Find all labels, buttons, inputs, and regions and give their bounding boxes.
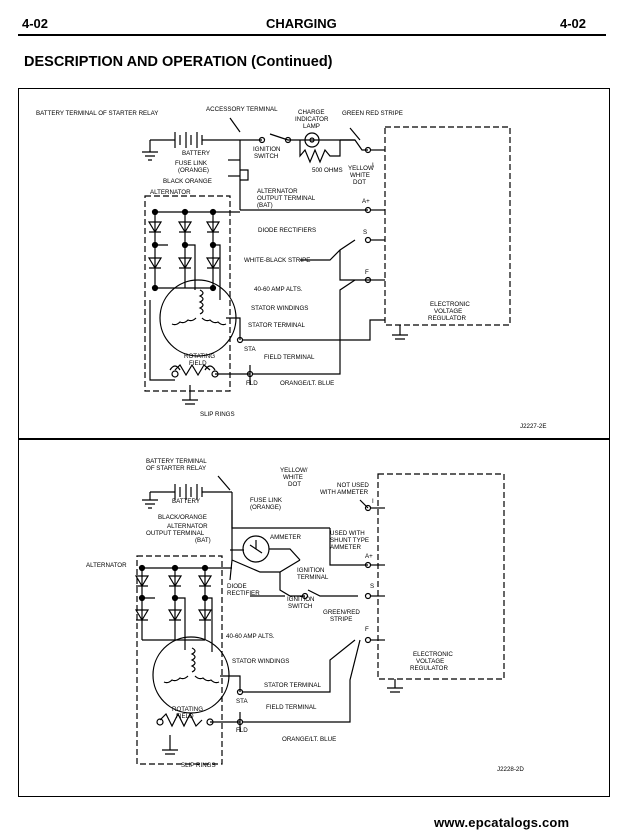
diagram-frame [18, 88, 610, 797]
d2-diode-2: RECTIFIER [227, 590, 260, 597]
watermark: www.epcatalogs.com [434, 815, 570, 830]
d1-diode: DIODE RECTIFIERS [258, 227, 316, 234]
d1-rotating: ROTATING [184, 353, 215, 360]
d2-amp: 40-60 AMP ALTS. [226, 633, 275, 640]
d1-term-s: S [363, 229, 367, 236]
d1-evr: ELECTRONIC [430, 301, 470, 308]
d2-used-with: USED WITH [330, 530, 365, 537]
d2-not-used-2: WITH AMMETER [320, 489, 369, 496]
d2-ignition-terminal: IGNITION [297, 567, 325, 574]
d2-yellow: YELLOW/ [280, 467, 308, 474]
d2-dot: DOT [288, 481, 301, 488]
d1-evr-3: REGULATOR [428, 315, 466, 322]
d2-stator-windings: STATOR WINDINGS [232, 658, 289, 665]
d1-ignition: IGNITION [253, 146, 281, 153]
d2-rotating: ROTATING [172, 706, 203, 713]
d2-evr-2: VOLTAGE [416, 658, 444, 665]
d2-term-f: F [365, 626, 369, 633]
d1-amp: 40-60 AMP ALTS. [254, 286, 303, 293]
d1-evr-2: VOLTAGE [434, 308, 462, 315]
diagram-divider [18, 438, 610, 440]
d1-term-aplus: A+ [362, 198, 370, 205]
d1-white: WHITE [350, 172, 370, 179]
d1-alt-output-3: (BAT) [257, 202, 273, 209]
d1-ohms: 500 OHMS [312, 167, 343, 174]
d2-green-red-2: STRIPE [330, 616, 352, 623]
d2-rotating-2: FIELD [176, 713, 194, 720]
d1-battery: BATTERY [182, 150, 210, 157]
d1-dot: DOT [353, 179, 366, 186]
d1-slip-rings: SLIP RINGS [200, 411, 235, 418]
d2-fuse-link-2: (ORANGE) [250, 504, 281, 511]
d1-stator-terminal: STATOR TERMINAL [248, 322, 306, 329]
page-header: 4-02 CHARGING 4-02 [0, 0, 624, 36]
d2-alt-output-3: (BAT) [195, 537, 211, 544]
d2-not-used: NOT USED [337, 482, 369, 489]
d2-ignition-switch: IGNITION [287, 596, 315, 603]
d1-ref: J2227-2E [520, 423, 547, 430]
d1-sta: STA [244, 346, 256, 353]
d2-alt-output: ALTERNATOR [167, 523, 208, 530]
d2-battery: BATTERY [172, 498, 200, 505]
d1-alternator: ALTERNATOR [150, 189, 191, 196]
d2-battery-terminal-2: OF STARTER RELAY [146, 465, 206, 472]
d1-ignition-2: SWITCH [254, 153, 278, 160]
d2-stator-terminal: STATOR TERMINAL [264, 682, 322, 689]
d1-white-black: WHITE-BLACK STRIPE [244, 257, 310, 264]
d1-yellow: YELLOW [348, 165, 374, 172]
d2-evr: ELECTRONIC [413, 651, 453, 658]
d1-alt-output: ALTERNATOR [257, 188, 298, 195]
d2-term-s: S [370, 583, 374, 590]
d2-sta: STA [236, 698, 248, 705]
d1-fuse-link: FUSE LINK [175, 160, 208, 167]
d1-fld: FLD [246, 380, 258, 387]
d1-alt-output-2: OUTPUT TERMINAL [257, 195, 316, 202]
d2-ammeter: AMMETER [270, 534, 301, 541]
d2-fld: FLD [236, 727, 248, 734]
d2-battery-terminal: BATTERY TERMINAL [146, 458, 207, 465]
d2-slip-rings: SLIP RINGS [181, 762, 216, 769]
d2-term-i: I [372, 498, 374, 505]
d2-ignition-switch-2: SWITCH [288, 603, 312, 610]
d2-alt-output-2: OUTPUT TERMINAL [146, 530, 205, 537]
d1-charge-indicator: CHARGE [298, 109, 324, 116]
d2-ref: J2228-2D [497, 766, 524, 773]
d2-ignition-terminal-2: TERMINAL [297, 574, 329, 581]
d1-accessory-terminal: ACCESSORY TERMINAL [206, 106, 278, 113]
header-page-left: 4-02 [22, 16, 49, 31]
header-rule [18, 34, 606, 36]
d1-field-terminal: FIELD TERMINAL [264, 354, 315, 361]
d2-diode: DIODE [227, 583, 247, 590]
d1-rotating-2: FIELD [189, 360, 207, 367]
d2-fuse-link: FUSE LINK [250, 497, 283, 504]
section-title: DESCRIPTION AND OPERATION (Continued) [24, 54, 333, 70]
d1-green-red-stripe: GREEN RED STRIPE [342, 110, 403, 117]
d2-used-with-2: SHUNT TYPE [330, 537, 369, 544]
d2-alternator: ALTERNATOR [86, 562, 127, 569]
d2-field-terminal: FIELD TERMINAL [266, 704, 317, 711]
d1-term-i: I [372, 162, 374, 169]
d1-orange-blue: ORANGE/LT. BLUE [280, 380, 334, 387]
d1-charge-indicator-3: LAMP [303, 123, 320, 130]
header-title: CHARGING [266, 16, 337, 31]
d2-green-red: GREEN/RED [323, 609, 360, 616]
d1-term-f: F [365, 269, 369, 276]
d1-black-orange: BLACK ORANGE [163, 178, 212, 185]
header-page-right: 4-02 [560, 16, 587, 31]
d1-fuse-link-2: (ORANGE) [178, 167, 209, 174]
d2-term-aplus: A+ [365, 553, 373, 560]
d1-battery-terminal: BATTERY TERMINAL OF STARTER RELAY [36, 110, 158, 117]
d2-used-with-3: AMMETER [330, 544, 361, 551]
d2-orange-blue: ORANGE/LT. BLUE [282, 736, 336, 743]
d2-black-orange: BLACK/ORANGE [158, 514, 207, 521]
d1-charge-indicator-2: INDICATOR [295, 116, 329, 123]
d1-stator-windings: STATOR WINDINGS [251, 305, 308, 312]
d2-white: WHITE [283, 474, 303, 481]
d2-evr-3: REGULATOR [410, 665, 448, 672]
